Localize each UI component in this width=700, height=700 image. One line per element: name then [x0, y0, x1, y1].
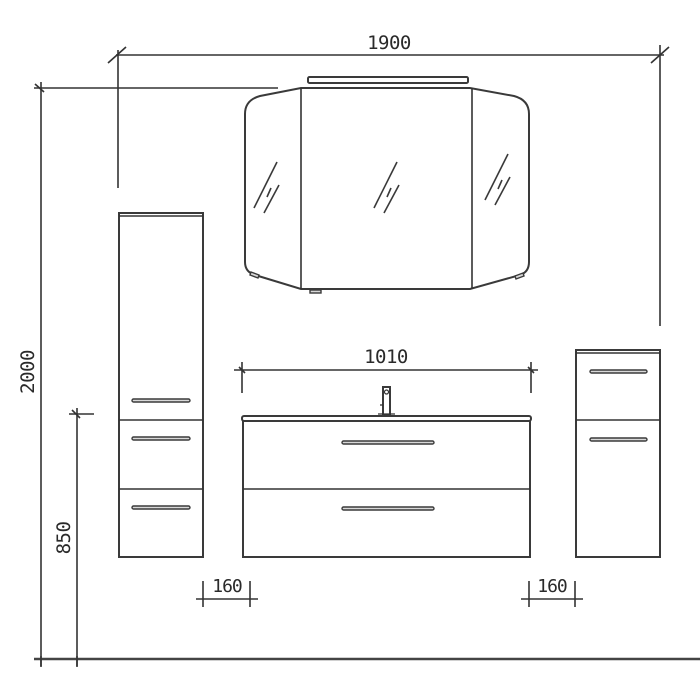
dimension-label-total-width: 1900 — [367, 32, 411, 54]
dimension-vanity-width: 1010 — [234, 346, 538, 393]
glass-reflection-icon — [484, 153, 511, 206]
cabinet-handle — [589, 437, 648, 442]
low-cabinet-right — [575, 349, 661, 558]
dimension-label-gap-right: 160 — [537, 576, 567, 597]
floor-line — [34, 656, 700, 667]
drawer-handle — [341, 440, 435, 445]
drawer-handle — [131, 436, 191, 441]
glass-reflection-icon — [373, 161, 400, 214]
dimension-total-width: 1900 — [107, 32, 670, 326]
dimension-vanity-height: 850 — [53, 408, 94, 666]
tall-cabinet-left — [118, 212, 204, 558]
dimension-total-height: 2000 — [17, 82, 278, 666]
dimension-label-vanity-height: 850 — [53, 522, 75, 555]
dimension-gap-right: 160 — [521, 576, 583, 607]
dimension-label-total-height: 2000 — [17, 350, 39, 394]
glass-reflection-icon — [253, 161, 280, 214]
vanity-unit — [241, 386, 532, 558]
drawer-handle — [131, 505, 191, 510]
mirror-cabinet — [244, 76, 530, 294]
dimension-gap-left: 160 — [196, 576, 258, 607]
dimension-label-gap-left: 160 — [212, 576, 242, 597]
drawer-handle — [589, 369, 648, 374]
dimension-label-vanity-width: 1010 — [364, 346, 408, 368]
faucet-icon — [378, 386, 395, 416]
cabinet-handle — [131, 398, 191, 403]
mirror-top-light — [307, 76, 469, 84]
drawer-handle — [341, 506, 435, 511]
